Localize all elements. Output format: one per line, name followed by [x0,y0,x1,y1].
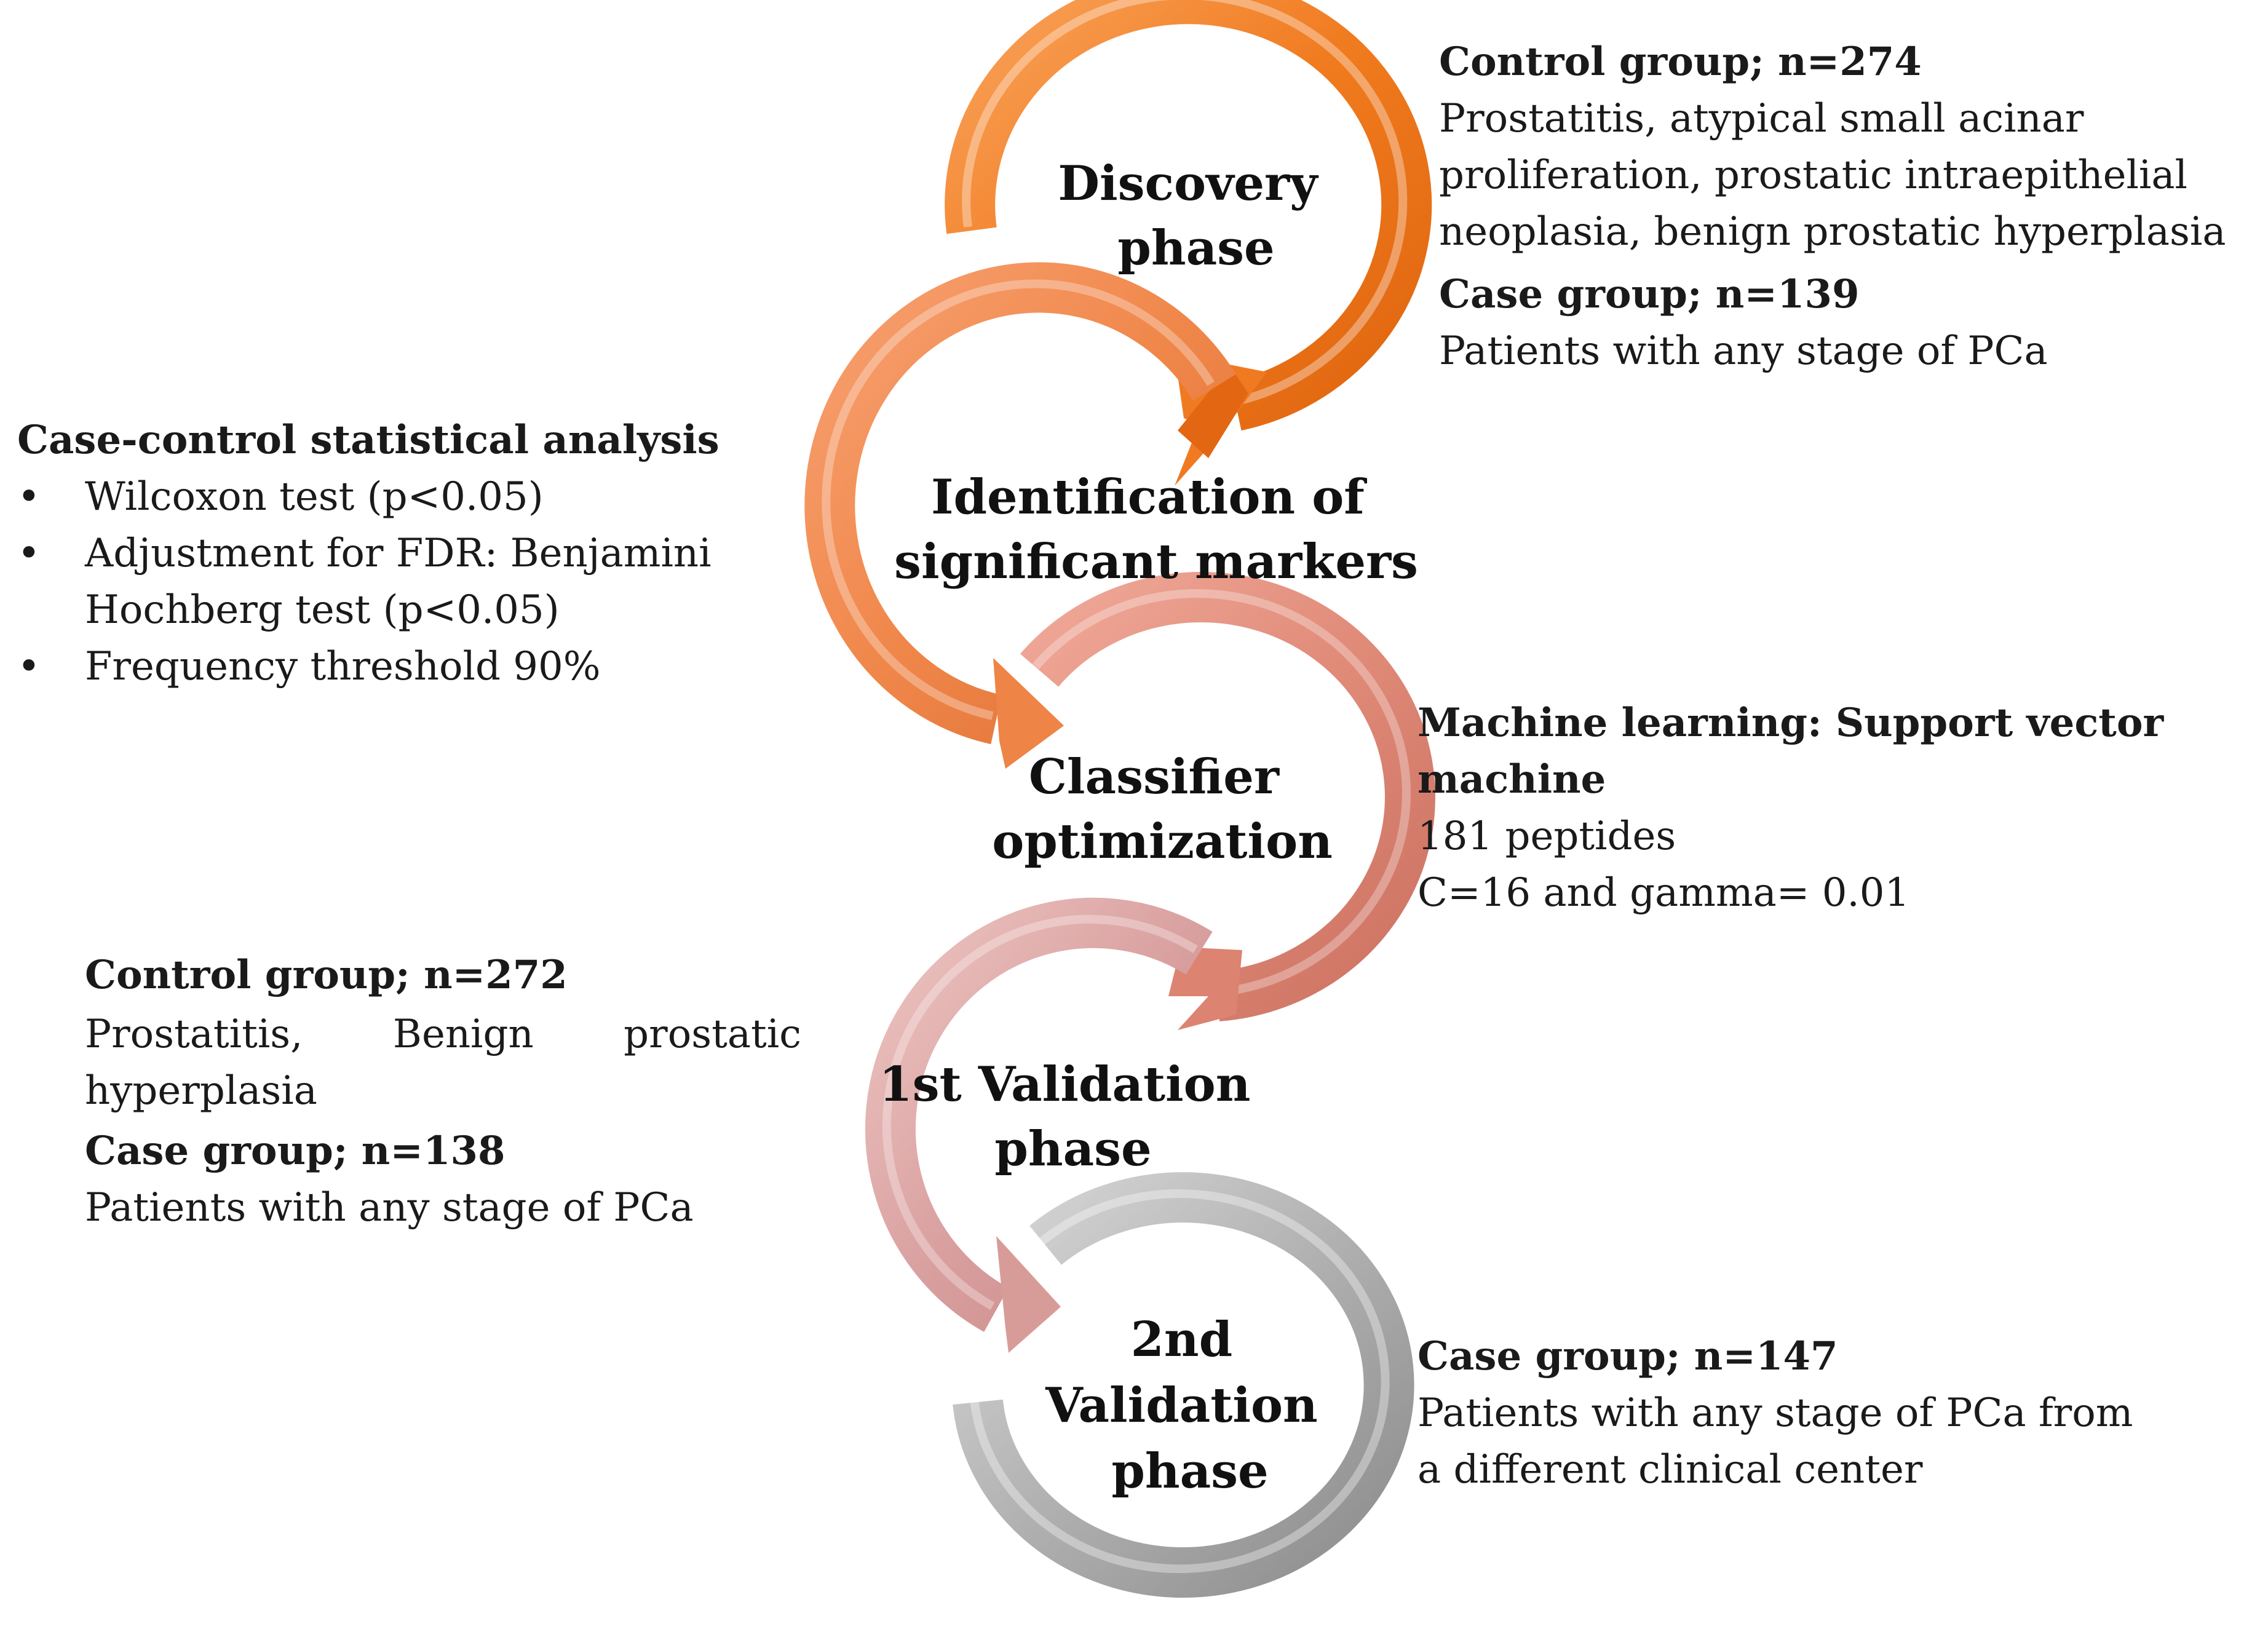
validation1-control-line: Prostatitis, Benign prostatic [85,1006,801,1063]
discovery-label-line2: phase [1117,220,1274,276]
identification-arrowhead [993,658,1064,769]
identification-label-line1: Identification of [931,469,1367,525]
validation2-label-line1: 2nd [1131,1312,1233,1368]
discovery-label: Discovery phase [1058,156,1334,276]
identification-ring [804,262,1236,769]
validation1-ring [865,897,1213,1353]
discovery-control-line: Prostatitis, atypical small acinar [1439,96,2084,141]
discovery-label-line1: Discovery [1058,156,1319,212]
statistics-list: Wilcoxon test (p<0.05) Adjustment for FD… [17,469,720,695]
discovery-control-line: neoplasia, benign prostatic hyperplasia [1439,209,2226,255]
classifier-heading-line: Machine learning: Support vector [1418,700,2164,746]
validation1-control-word: Prostatitis, [85,1012,303,1057]
validation1-control-heading: Control group; n=272 [85,952,568,998]
discovery-control-line: proliferation, prostatic intraepithelial [1439,153,2187,198]
validation2-notes: Case group; n=147 Patients with any stag… [1418,1328,2133,1498]
classifier-params: C=16 and gamma= 0.01 [1418,870,1910,916]
discovery-case-heading: Case group; n=139 [1439,271,1860,317]
validation2-label-line2: Validation [1045,1377,1318,1433]
statistics-bullet: Adjustment for FDR: Benjamini Hochberg t… [17,525,720,638]
statistics-bullet: Frequency threshold 90% [17,638,720,695]
identification-label-line2: significant markers [894,534,1418,590]
validation2-ring [953,1172,1414,1598]
classifier-heading-line: machine [1418,756,1606,803]
discovery-notes: Control group; n=274 Prostatitis, atypic… [1439,34,2226,379]
statistics-notes: Case-control statistical analysis Wilcox… [17,412,720,695]
validation2-case-heading: Case group; n=147 [1418,1333,1838,1379]
validation2-case-line: Patients with any stage of PCa from [1418,1390,2133,1436]
discovery-case-text: Patients with any stage of PCa [1439,328,2048,374]
classifier-peptides: 181 peptides [1418,814,1676,859]
validation1-control-word: prostatic [624,1012,801,1057]
validation1-label-line1: 1st Validation [879,1056,1250,1112]
classifier-label-line1: Classifier [1029,749,1280,805]
discovery-control-heading: Control group; n=274 [1439,39,1922,85]
identification-label: Identification of significant markers [894,469,1418,590]
classifier-ring [1020,572,1435,1030]
validation1-case-text: Patients with any stage of PCa [85,1185,694,1231]
statistics-bullet-line: Hochberg test (p<0.05) [85,587,560,633]
validation1-label-line2: phase [994,1121,1151,1177]
validation1-case-heading: Case group; n=138 [85,1128,506,1174]
validation1-arrowhead [996,1236,1061,1353]
validation2-label: 2nd Validation phase [1045,1312,1334,1499]
statistics-bullet: Wilcoxon test (p<0.05) [17,469,720,525]
classifier-label-line2: optimization [992,814,1333,870]
validation2-case-line: a different clinical center [1418,1447,1923,1492]
statistics-bullet-line: Adjustment for FDR: Benjamini [85,531,712,576]
validation1-control-line2: hyperplasia [85,1068,317,1114]
validation1-label: 1st Validation phase [879,1056,1267,1177]
validation2-label-line3: phase [1111,1443,1268,1499]
statistics-heading: Case-control statistical analysis [17,417,720,463]
classifier-notes: Machine learning: Support vector machine… [1418,695,2163,921]
validation1-notes: Control group; n=272 Prostatitis, Benign… [85,947,801,1236]
validation1-control-word: Benign [392,1012,534,1057]
classifier-label: Classifier optimization [992,749,1333,870]
